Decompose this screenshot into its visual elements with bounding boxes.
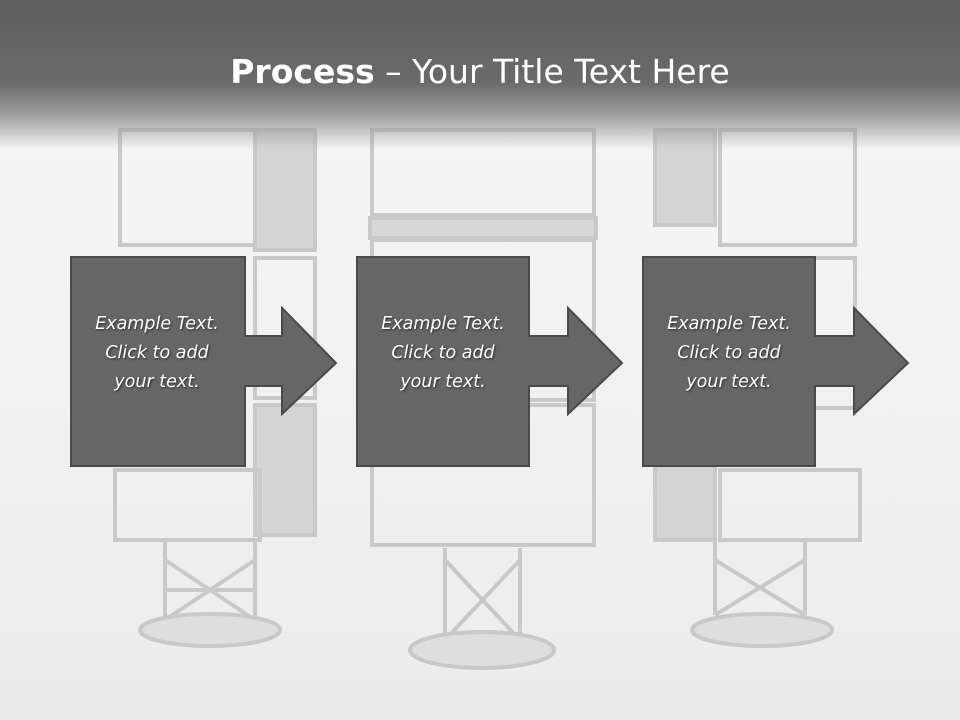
title-rest: Your Title Text Here xyxy=(412,52,730,91)
title-dash: – xyxy=(374,52,413,91)
step-line-3: your text. xyxy=(686,372,772,392)
title-bold: Process xyxy=(230,52,375,91)
step-line-1: Example Text. xyxy=(381,314,505,334)
process-step-1[interactable]: Example Text. Click to add your text. xyxy=(70,256,340,468)
arrow-right-icon xyxy=(642,256,910,467)
step-text[interactable]: Example Text. Click to add your text. xyxy=(358,310,528,397)
step-text[interactable]: Example Text. Click to add your text. xyxy=(72,310,242,397)
process-step-3[interactable]: Example Text. Click to add your text. xyxy=(642,256,912,468)
step-line-1: Example Text. xyxy=(95,314,219,334)
arrow-right-icon xyxy=(356,256,624,467)
step-line-2: Click to add xyxy=(105,343,209,363)
step-line-2: Click to add xyxy=(677,343,781,363)
step-line-3: your text. xyxy=(114,372,200,392)
slide-title[interactable]: Process – Your Title Text Here xyxy=(0,52,960,91)
step-text[interactable]: Example Text. Click to add your text. xyxy=(644,310,814,397)
step-line-3: your text. xyxy=(400,372,486,392)
title-bar xyxy=(0,0,960,150)
step-line-2: Click to add xyxy=(391,343,495,363)
arrow-right-icon xyxy=(70,256,338,467)
step-line-1: Example Text. xyxy=(667,314,791,334)
process-step-2[interactable]: Example Text. Click to add your text. xyxy=(356,256,626,468)
